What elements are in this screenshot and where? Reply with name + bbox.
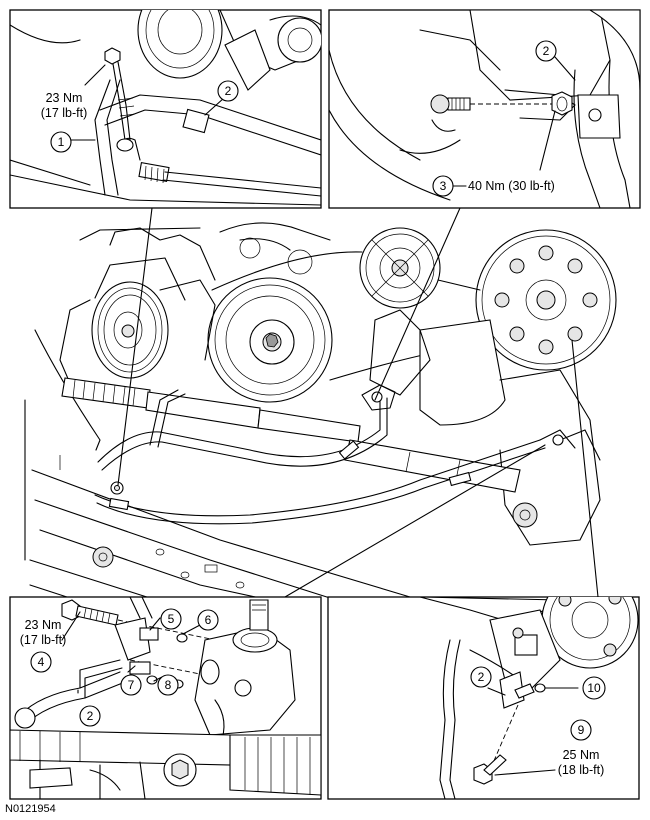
svg-text:2: 2 — [478, 670, 485, 684]
svg-text:8: 8 — [165, 678, 172, 692]
callout-4: 4 — [30, 651, 52, 673]
callout-1: 1 — [50, 131, 72, 153]
callout-10: 10 — [582, 676, 606, 700]
svg-text:4: 4 — [38, 655, 45, 669]
svg-text:10: 10 — [587, 681, 601, 695]
tensioner-pulley — [359, 227, 441, 309]
svg-text:2: 2 — [225, 84, 232, 98]
figure-id: N0121954 — [5, 803, 56, 815]
torque-label-inset2: 40 Nm (30 lb-ft) — [468, 179, 555, 193]
ps-hoses — [94, 384, 576, 525]
callout-3: 3 — [432, 175, 454, 197]
svg-text:2: 2 — [543, 44, 550, 58]
ps-pump-pulley — [475, 229, 617, 371]
callout-2-inset4: 2 — [470, 666, 492, 688]
callout-2-inset2: 2 — [535, 40, 557, 62]
callout-2-inset3: 2 — [79, 705, 101, 727]
callout-2-inset1: 2 — [217, 80, 239, 102]
inset-top-right: 2 3 40 Nm (30 lb-ft) — [328, 9, 641, 209]
svg-text:3: 3 — [440, 179, 447, 193]
crank-damper — [207, 277, 333, 403]
torque-label-inset4-lbft: (18 lb-ft) — [558, 763, 605, 777]
inset-bottom-right: 2 10 9 25 Nm (18 lb-ft) — [327, 596, 640, 800]
callout-9: 9 — [570, 719, 592, 741]
callout-8: 8 — [157, 674, 179, 696]
svg-text:6: 6 — [205, 613, 212, 627]
svg-text:1: 1 — [58, 135, 65, 149]
svg-text:7: 7 — [128, 678, 135, 692]
torque-label-inset4-nm: 25 Nm — [563, 748, 600, 762]
inset-top-left: 23 Nm (17 lb-ft) 1 2 — [9, 9, 322, 209]
inset-bottom-left: 23 Nm (17 lb-ft) 4 2 5 6 7 8 — [9, 596, 322, 800]
torque-label-inset3-nm: 23 Nm — [25, 618, 62, 632]
svg-text:9: 9 — [578, 723, 585, 737]
main-engine-view — [24, 207, 617, 601]
svg-text:5: 5 — [168, 612, 175, 626]
ac-compressor — [91, 257, 216, 379]
callout-6: 6 — [197, 609, 219, 631]
callout-7: 7 — [120, 674, 142, 696]
torque-label-inset3-lbft: (17 lb-ft) — [20, 633, 67, 647]
callout-5: 5 — [160, 608, 182, 630]
torque-label-inset1-nm: 23 Nm — [46, 91, 83, 105]
svg-text:2: 2 — [87, 709, 94, 723]
torque-label-inset1-lbft: (17 lb-ft) — [41, 106, 88, 120]
